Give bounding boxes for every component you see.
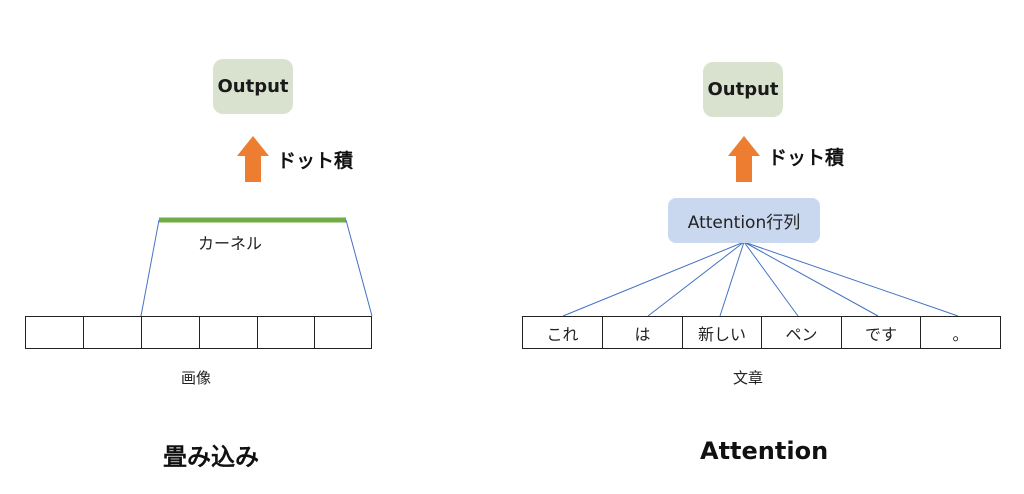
attention-fan [562, 241, 959, 317]
left-title: 畳み込み [163, 443, 259, 471]
image-cell [25, 316, 84, 349]
image-cell [314, 316, 372, 349]
token-cell: です [841, 316, 921, 349]
right-output-box: Output [703, 62, 783, 117]
image-cell [199, 316, 258, 349]
attention-line [743, 241, 879, 317]
attention-line [743, 241, 799, 317]
kernel-right-edge [345, 219, 373, 317]
left-output-box: Output [213, 59, 293, 114]
image-caption: 画像 [181, 369, 212, 387]
token-cell: これ [522, 316, 603, 349]
right-output-label: Output [707, 79, 779, 100]
attention-line [562, 241, 745, 317]
token-cell: 。 [920, 316, 1001, 349]
attention-line [719, 241, 745, 317]
attention-line [647, 241, 745, 317]
attention-matrix-label: Attention行列 [687, 213, 801, 233]
attention-line [743, 241, 959, 317]
left-up-arrow [237, 136, 269, 182]
right-up-arrow [728, 136, 760, 182]
kernel-label: カーネル [198, 234, 263, 253]
right-dot-product-label: ドット積 [768, 147, 845, 169]
right-title: Attention [700, 437, 829, 465]
token-cell: 新しい [682, 316, 762, 349]
image-cell [83, 316, 142, 349]
left-output-label: Output [217, 76, 289, 97]
image-cell [141, 316, 200, 349]
attention-matrix-box: Attention行列 [668, 198, 820, 243]
left-dot-product-label: ドット積 [277, 150, 354, 172]
kernel-left-edge [140, 219, 160, 317]
sentence-caption: 文章 [733, 369, 764, 387]
image-cell [257, 316, 316, 349]
token-cell: ペン [761, 316, 842, 349]
token-cell: は [602, 316, 683, 349]
